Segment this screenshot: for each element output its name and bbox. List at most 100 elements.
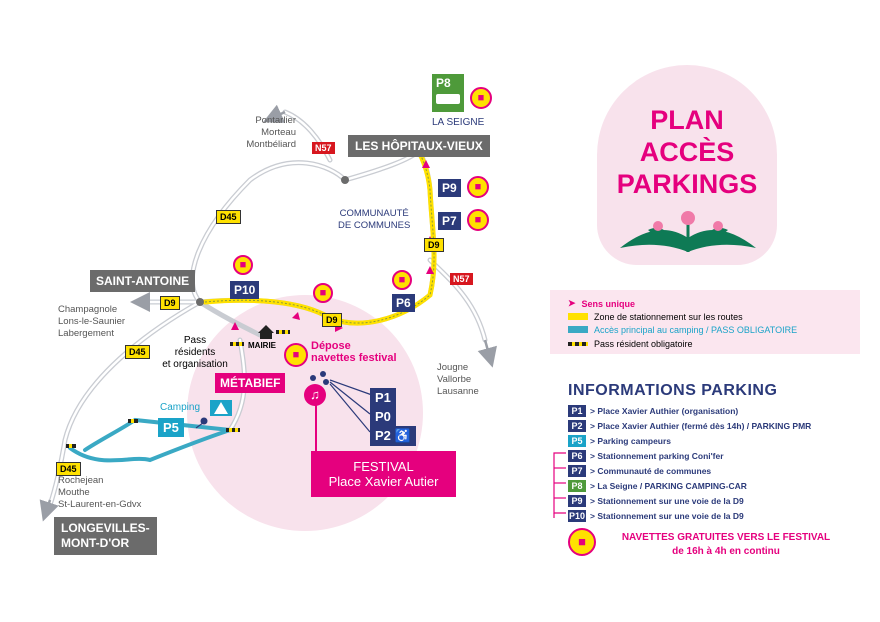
page-title: PLAN ACCÈS PARKINGS (597, 104, 777, 200)
direction-west: Champagnole Lons-le-Saunier Labergement (58, 304, 125, 340)
camping-access-road (68, 417, 231, 463)
direction-north-2: Morteau (261, 127, 296, 138)
info-parking-text: > Stationnement parking Coni'fer (590, 450, 724, 461)
direction-east-2: Vallorbe (437, 374, 472, 385)
info-parking-row: P7 > Communauté de communes (568, 464, 711, 477)
parking-p5: P5 (158, 418, 184, 437)
info-parking-text: > Communauté de communes (590, 465, 712, 476)
direction-north: Pontarlier Morteau Montbéliard (236, 115, 296, 151)
place-longevilles: LONGEVILLES- MONT-D'OR (54, 517, 157, 555)
camping-car-icon (436, 94, 460, 104)
direction-north-3: Montbéliard (246, 139, 296, 150)
direction-south-2: Mouthe (58, 487, 90, 498)
label-la-seigne: LA SEIGNE (432, 117, 485, 128)
direction-south-1: Rochejean (58, 475, 104, 486)
info-parking-row: P2 > Place Xavier Authier (fermé dès 14h)… (568, 419, 811, 432)
direction-east-3: Lausanne (437, 386, 479, 397)
direction-east-1: Jougne (437, 362, 469, 373)
tent-icon (210, 400, 232, 416)
label-depose: Dépose navettes festival (311, 340, 397, 364)
parking-badge: P10 (568, 509, 587, 522)
label-depose-1: Dépose (311, 340, 351, 352)
pass-markers (66, 330, 290, 448)
navette-line-2: de 16h à 4h en continu (672, 546, 780, 557)
direction-east: Jougne Vallorbe Lausanne (437, 362, 479, 398)
info-parking-text: > La Seigne / PARKING CAMPING-CAR (590, 480, 747, 491)
place-longevilles-line1: LONGEVILLES- (61, 521, 150, 535)
parking-badge: P1 (568, 404, 586, 417)
direction-south: Rochejean Mouthe St-Laurent-en-Gdvx (58, 475, 141, 511)
wheelchair-icon: ♿ (394, 428, 411, 443)
music-icon: ♫ (304, 384, 326, 406)
title-line-3: PARKINGS (616, 169, 758, 199)
road-label-n57-east: N57 (450, 273, 473, 285)
info-parking-text: > Place Xavier Authier (fermé dès 14h) /… (590, 420, 812, 431)
parking-badge: P8 (568, 479, 586, 492)
parking-badge: P2 (568, 419, 586, 432)
label-communaute: COMMUNAUTÉ DE COMMUNES (338, 208, 410, 232)
legend-pass-label: Pass résident obligatoire (594, 338, 693, 349)
legend-one-way-label: Sens unique (581, 298, 636, 309)
parking-badge: P7 (568, 464, 586, 477)
road-label-d45-south: D45 (56, 462, 81, 476)
festival-subtitle: Place Xavier Autier (328, 474, 439, 489)
mairie-icon (258, 325, 274, 339)
shuttle-bus-icon: ■ (284, 343, 308, 367)
label-pass-3: et organisation (162, 359, 228, 370)
road-label-n57-north: N57 (312, 142, 335, 154)
road-label-d9-west: D9 (160, 296, 180, 310)
parking-p9: P9 (438, 179, 461, 197)
title-line-2: ACCÈS (639, 137, 735, 167)
navette-bus-icon: ■ (568, 528, 596, 556)
parking-badge: P9 (568, 494, 586, 507)
info-parking-row: P8 > La Seigne / PARKING CAMPING-CAR (568, 479, 747, 492)
bracket (553, 452, 566, 518)
road-label-d9-east: D9 (424, 238, 444, 252)
label-pass-2: résidents (174, 347, 216, 358)
shuttle-bus-icon: ■ (470, 87, 492, 109)
info-parking-text: > Place Xavier Authier (organisation) (590, 405, 739, 416)
label-pass-1: Pass (183, 335, 207, 346)
info-parking-row: P6 > Stationnement parking Coni'fer (568, 449, 724, 462)
parking-p7: P7 (438, 212, 461, 230)
map (39, 104, 497, 531)
parking-p8-label: P8 (436, 76, 451, 90)
shuttle-bus-icon: ■ (467, 176, 489, 198)
info-parking-row: P10> Stationnement sur une voie de la D9 (568, 509, 744, 522)
label-communaute-2: DE COMMUNES (338, 220, 411, 231)
legend-access: Accès principal au camping / PASS OBLIGA… (568, 323, 797, 336)
place-longevilles-line2: MONT-D'OR (61, 536, 130, 550)
road-label-d45-mid: D45 (125, 345, 150, 359)
navette-text: NAVETTES GRATUITES VERS LE FESTIVAL de 1… (606, 531, 846, 559)
label-communaute-1: COMMUNAUTÉ (339, 208, 409, 219)
parking-p2-label: P2 (375, 428, 391, 443)
place-saint-antoine: SAINT-ANTOINE (90, 270, 196, 292)
parking-p6: P6 (392, 294, 415, 312)
shuttle-bus-icon: ■ (467, 209, 489, 231)
shuttle-bus-icon: ■ (233, 255, 253, 275)
shuttle-bus-icon: ■ (313, 283, 333, 303)
info-parking-text: > Stationnement sur une voie de la D9 (590, 495, 744, 506)
parking-p0: P0 (370, 407, 396, 426)
direction-west-3: Labergement (58, 328, 114, 339)
legend (550, 290, 860, 354)
direction-west-1: Champagnole (58, 304, 118, 315)
title-line-1: PLAN (650, 105, 724, 135)
parking-badge: P5 (568, 434, 586, 447)
place-metabief: MÉTABIEF (215, 373, 286, 393)
flower-decoration-icon (620, 211, 756, 252)
parking-badge: P6 (568, 449, 586, 462)
info-parking-title: INFORMATIONS PARKING (568, 382, 778, 399)
label-mairie: MAIRIE (248, 341, 276, 350)
label-depose-2: navettes festival (311, 352, 397, 364)
one-way-arrow-icon: ➤ (568, 298, 576, 308)
parking-p10: P10 (230, 281, 260, 299)
legend-zone-swatch (568, 313, 588, 320)
navette-line-1: NAVETTES GRATUITES VERS LE FESTIVAL (621, 532, 831, 543)
parking-p2: P2 ♿ (370, 426, 416, 446)
road-label-d45-top: D45 (216, 210, 241, 224)
info-parking-row: P5> Parking campeurs (568, 434, 671, 447)
road-label-d9-center: D9 (322, 313, 342, 327)
legend-zone: Zone de stationnement sur les routes (568, 310, 743, 323)
direction-south-3: St-Laurent-en-Gdvx (58, 499, 142, 510)
